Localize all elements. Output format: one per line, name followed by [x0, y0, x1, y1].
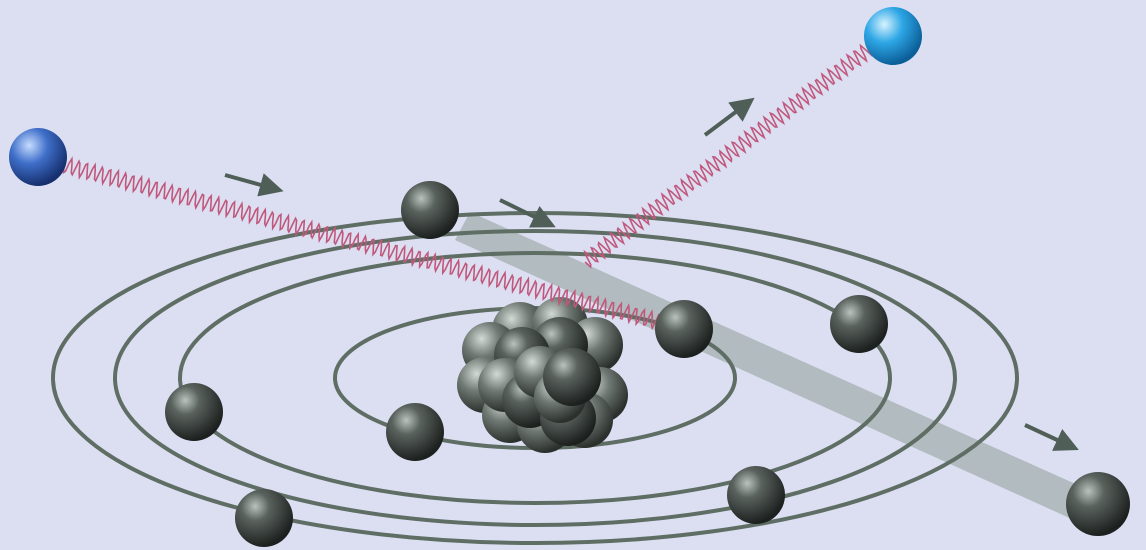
electron [830, 295, 888, 353]
nucleon-cluster-icon [457, 297, 628, 453]
ejected-electron-path [455, 212, 1100, 525]
nucleus [457, 297, 628, 453]
electron [386, 403, 444, 461]
electron [401, 181, 459, 239]
incident-photon-wave [62, 156, 662, 331]
arrow-icon [224, 173, 284, 197]
electron [235, 489, 293, 547]
incident-particle [9, 128, 67, 186]
ejected-electron [1066, 472, 1130, 536]
arrow-icon [499, 198, 556, 228]
direction-arrows [224, 97, 1079, 451]
orbit-3 [113, 229, 957, 527]
scattered-photon-wave [583, 43, 874, 269]
outgoing-particle [864, 7, 922, 65]
electron [727, 466, 785, 524]
electron [655, 300, 713, 358]
electrons [165, 181, 888, 547]
arrow-icon [1024, 423, 1079, 451]
arrow-icon [703, 97, 755, 137]
electron [165, 383, 223, 441]
orbit-2 [178, 251, 892, 505]
